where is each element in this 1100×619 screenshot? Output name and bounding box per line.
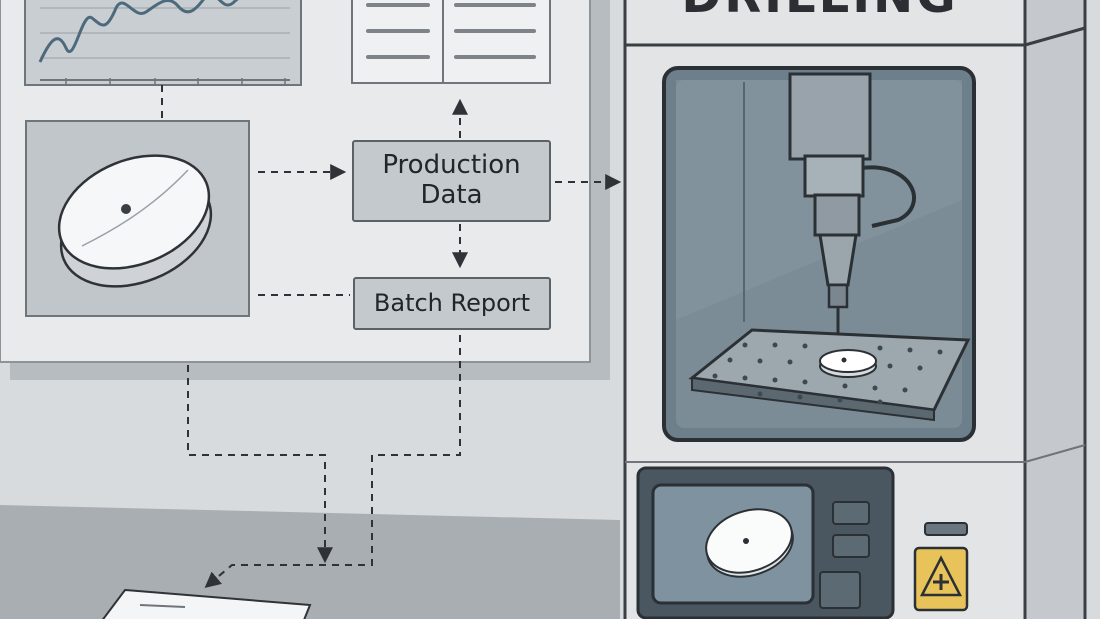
data-table-card (351, 0, 551, 84)
disc-part (57, 154, 211, 270)
part-card (25, 120, 250, 317)
panel-button-1[interactable] (832, 501, 870, 525)
trend-line (38, 0, 239, 63)
flow-connectors (161, 85, 622, 589)
batch-report-box: Batch Report (353, 277, 551, 330)
panel-button-2[interactable] (832, 534, 870, 558)
workpiece-disc (819, 349, 877, 373)
production-data-box: Production Data (352, 140, 551, 222)
machine-title: DRILLING (640, 0, 1000, 24)
trend-chart (24, 0, 302, 86)
panel-button-3[interactable] (819, 571, 861, 609)
status-light (924, 522, 968, 536)
printed-report (101, 588, 312, 619)
drilling-machine (623, 0, 1087, 619)
desk-surface (0, 505, 620, 619)
